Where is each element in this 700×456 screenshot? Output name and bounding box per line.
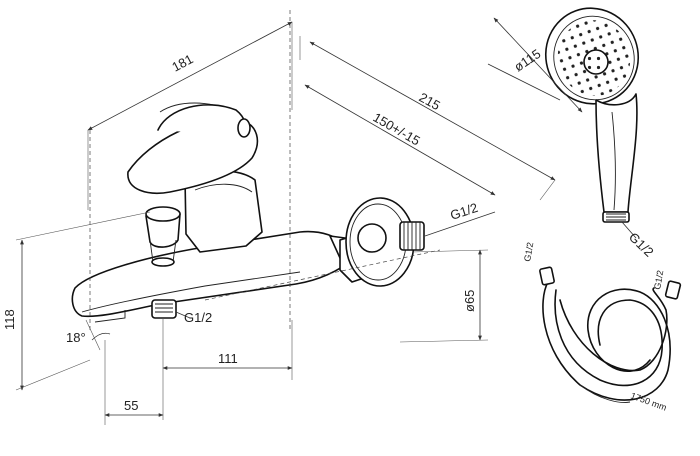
dim-55: 55 (124, 398, 138, 413)
shower-hose: G1/2 G1/2 1750 mm (522, 241, 682, 413)
diverter-knob (145, 206, 181, 267)
dim-angle: 18° (66, 330, 86, 345)
faucet-mixer (71, 102, 425, 323)
thread-hose-right: G1/2 (652, 269, 665, 290)
thread-hose-left: G1/2 (522, 241, 535, 262)
dim-215: 215 (417, 90, 443, 114)
dim-111: 111 (218, 351, 238, 366)
handshower: ø115 G1/2 (487, 7, 657, 260)
shower-outlet (151, 299, 177, 319)
dimension-lines (15, 21, 556, 425)
dim-150: 150+/-15 (371, 110, 423, 149)
wall-escutcheon (345, 197, 415, 287)
thread-handshower: G1/2 (626, 229, 657, 259)
dim-65: ø65 (462, 290, 477, 312)
dim-head-diameter: ø115 (511, 46, 543, 74)
dim-181: 181 (169, 51, 195, 74)
inlet-union (399, 221, 425, 251)
center-lines (89, 10, 441, 330)
thread-inlet: G1/2 (448, 200, 479, 223)
dim-118: 118 (2, 309, 17, 330)
handshower-handle (595, 93, 638, 213)
thread-outlet: G1/2 (184, 310, 212, 325)
